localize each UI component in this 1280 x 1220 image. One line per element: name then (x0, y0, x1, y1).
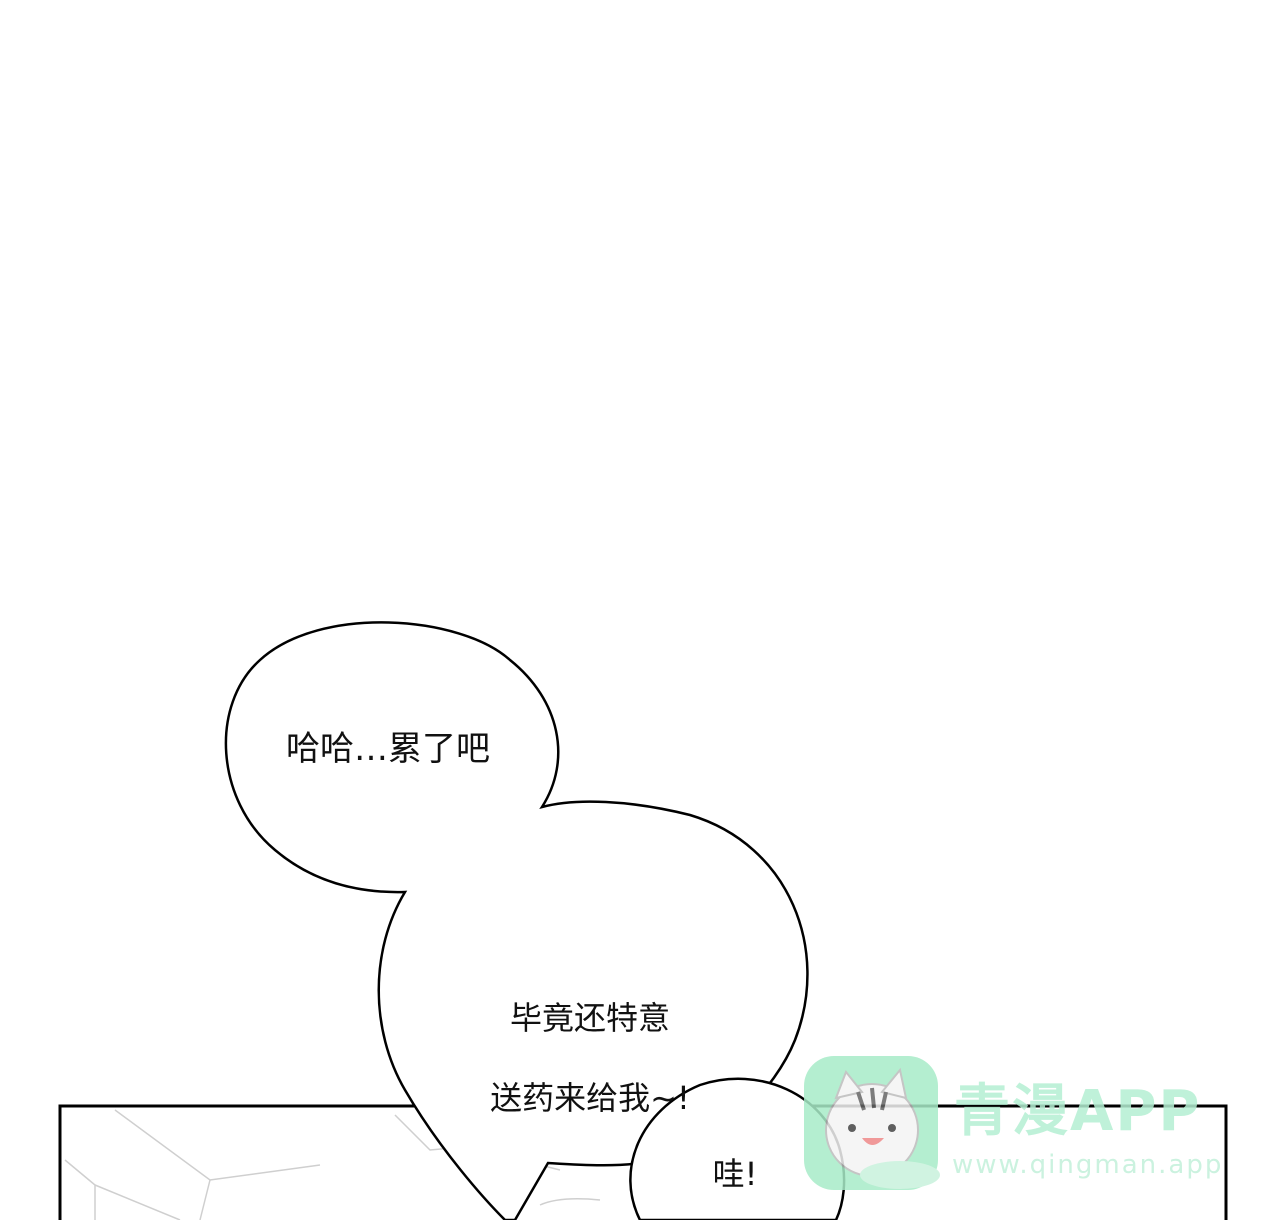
speech-bubble-2 (224, 621, 809, 1220)
bubble-2-text: 毕竟还特意 送药来给我~! (440, 958, 740, 1158)
watermark-logo (804, 1056, 940, 1190)
bubble-1-text: 哈哈…累了吧 (286, 729, 490, 769)
bubble-2-line-2: 送药来给我~! (490, 1079, 690, 1117)
watermark-url: www.qingman.app (952, 1150, 1224, 1180)
panel-background-lines (64, 1109, 601, 1220)
bubble-2-line-1: 毕竟还特意 (509, 999, 670, 1037)
bubble-3-text: 哇! (712, 1155, 758, 1193)
watermark-title: 青漫APP (954, 1079, 1202, 1144)
